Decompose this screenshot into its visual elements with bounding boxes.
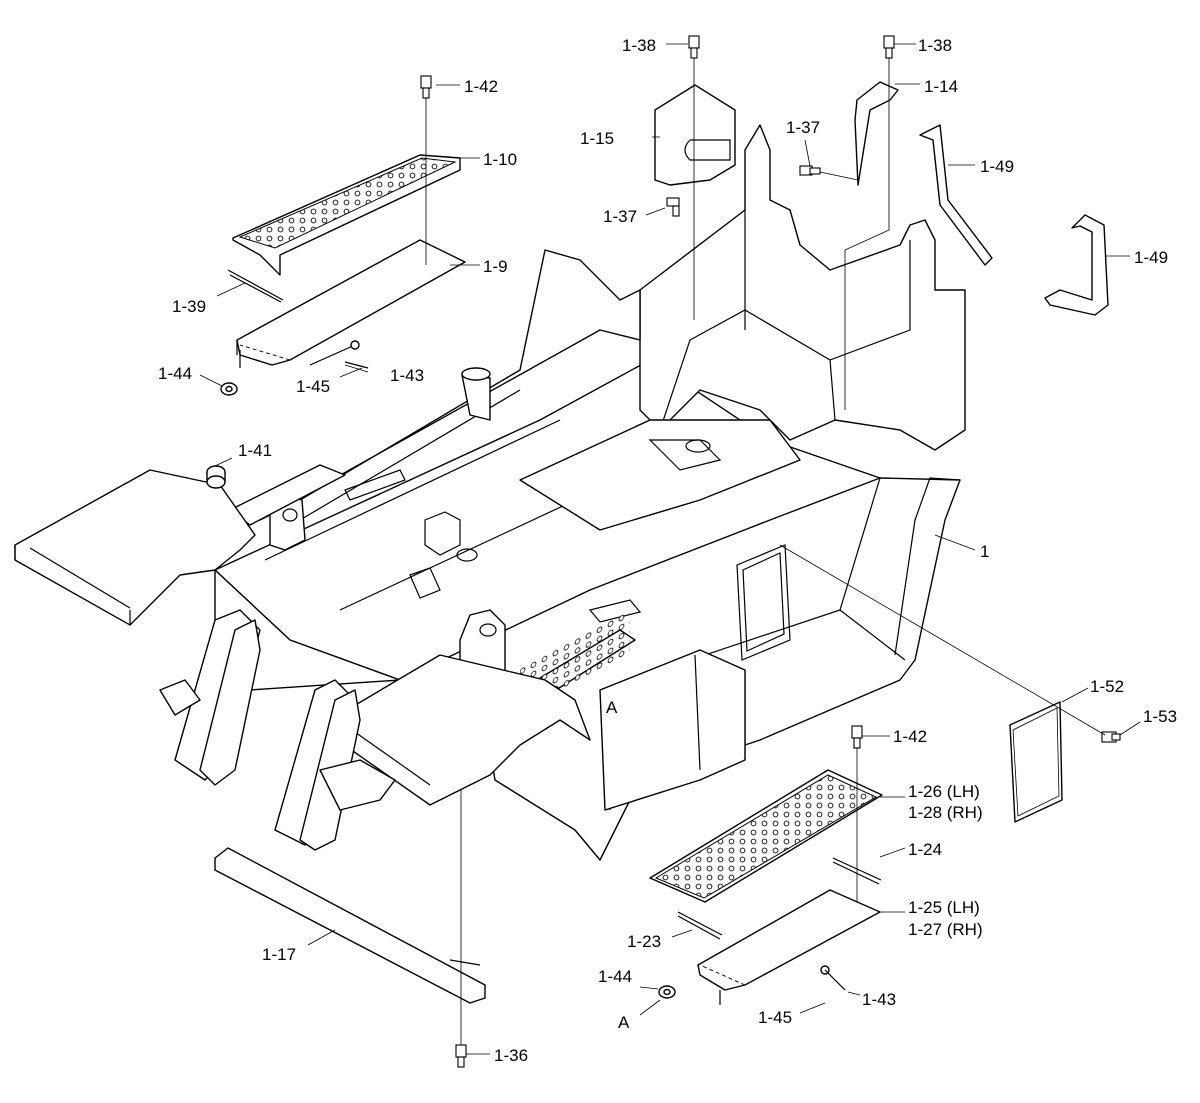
bolt-1-42a — [420, 75, 432, 265]
bushing-1-41 — [206, 465, 226, 489]
label-1-42-lower: 1-42 — [893, 727, 927, 746]
label-1-28: 1-28 (RH) — [908, 803, 983, 822]
cover-bracket-1-15 — [654, 84, 736, 186]
label-1-44-upper: 1-44 — [158, 364, 192, 383]
loader-arms — [159, 609, 396, 851]
pin-1-43b — [820, 965, 846, 991]
label-1-26: 1-26 (LH) — [908, 782, 980, 801]
label-1-45-upper: 1-45 — [296, 377, 330, 396]
label-1-15: 1-15 — [580, 129, 614, 148]
label-1-43-lower: 1-43 — [862, 990, 896, 1009]
step-plate-1-26 — [649, 769, 883, 903]
label-1-41: 1-41 — [238, 441, 272, 460]
bracket-1-14 — [854, 81, 899, 186]
label-1-44-lower: 1-44 — [598, 967, 632, 986]
bolt-1-42b — [851, 725, 863, 915]
reference-a-body: A — [606, 698, 618, 717]
bolt-1-37b — [799, 165, 859, 181]
label-1-37-upper: 1-37 — [786, 118, 820, 137]
bolt-1-53 — [1101, 731, 1121, 743]
bolt-1-38a — [688, 35, 700, 320]
label-1-49-right: 1-49 — [1134, 248, 1168, 267]
rod-1-24 — [832, 857, 882, 885]
label-1-45-lower: 1-45 — [758, 1008, 792, 1027]
main-frame — [214, 124, 966, 861]
left-fender — [14, 469, 256, 626]
part-labels: 1 1-9 1-10 1-14 1-15 1-17 1-23 1-24 1-25… — [158, 36, 1177, 1065]
label-1-14: 1-14 — [924, 77, 958, 96]
label-1-24: 1-24 — [908, 840, 942, 859]
label-1-10: 1-10 — [483, 150, 517, 169]
bolt-1-36 — [455, 790, 467, 1068]
label-1-43-upper: 1-43 — [390, 366, 424, 385]
leader-lines — [199, 43, 1141, 1055]
label-1-53: 1-53 — [1143, 707, 1177, 726]
label-1: 1 — [980, 542, 989, 561]
handrail-1-49a — [919, 124, 993, 266]
label-1-38-left: 1-38 — [622, 36, 656, 55]
cover-plate-1-52 — [1009, 701, 1063, 823]
cotter-1-45a — [344, 361, 369, 369]
label-1-27: 1-27 (RH) — [908, 920, 983, 939]
label-1-49-upper: 1-49 — [980, 157, 1014, 176]
label-1-23: 1-23 — [627, 932, 661, 951]
washer-1-44a — [220, 382, 238, 396]
rod-1-39 — [227, 269, 284, 303]
washer-1-44b — [658, 985, 676, 999]
label-1-25: 1-25 (LH) — [908, 898, 980, 917]
step-plate-1-10 — [232, 154, 461, 276]
label-1-17: 1-17 — [262, 945, 296, 964]
label-1-9: 1-9 — [483, 257, 508, 276]
label-1-36: 1-36 — [494, 1046, 528, 1065]
label-1-42-upper: 1-42 — [464, 77, 498, 96]
label-1-52: 1-52 — [1090, 677, 1124, 696]
pin-1-43a — [309, 340, 360, 366]
label-1-39: 1-39 — [172, 297, 206, 316]
handrail-1-49b — [1044, 214, 1109, 316]
bolt-1-38b — [844, 35, 895, 410]
label-1-38-right: 1-38 — [918, 36, 952, 55]
step-rail-1-17 — [214, 847, 486, 1004]
reference-a-washer: A — [618, 1013, 630, 1032]
right-fender — [329, 654, 591, 806]
rod-1-23 — [677, 911, 723, 940]
bolt-1-37a — [666, 197, 680, 217]
step-bracket-1-25 — [697, 889, 881, 1005]
label-1-37-lower: 1-37 — [603, 207, 637, 226]
